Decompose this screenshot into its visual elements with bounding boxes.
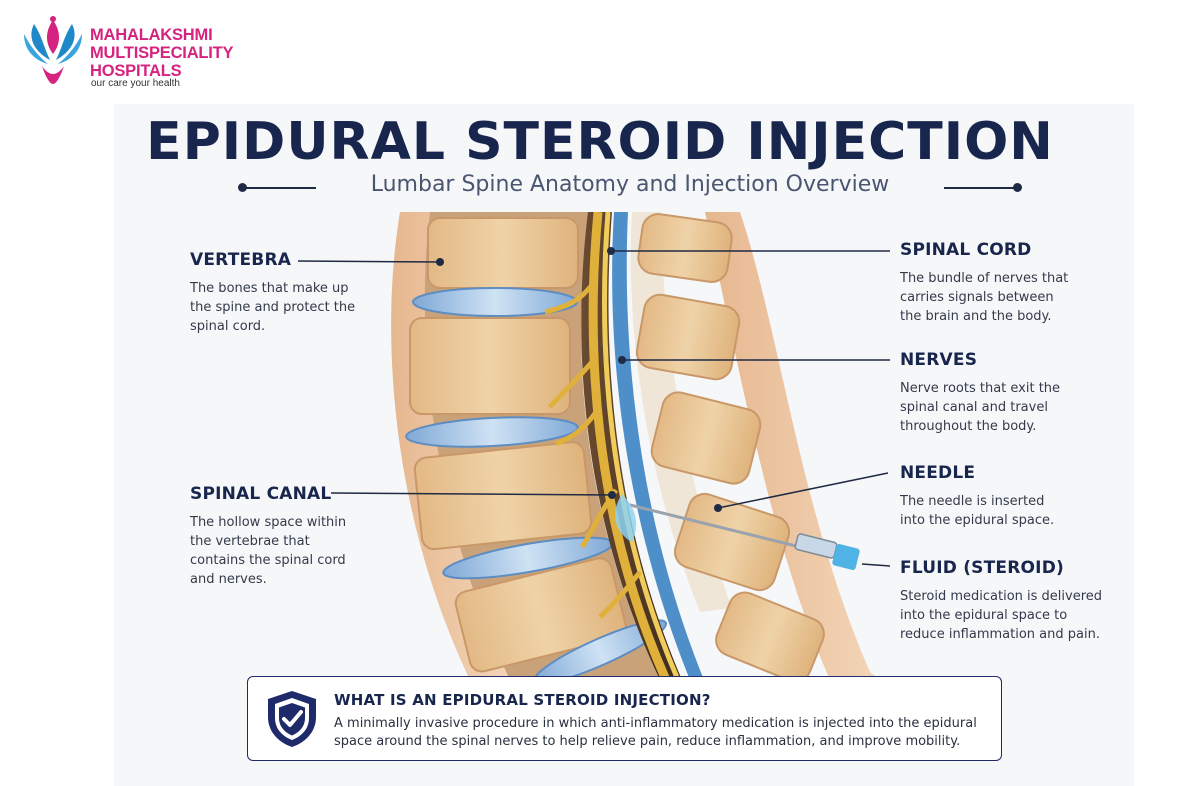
page-subtitle: Lumbar Spine Anatomy and Injection Overv… (370, 172, 890, 197)
spinous-process (635, 293, 741, 381)
needle-shaft (625, 502, 797, 548)
label-spinal-cord-text: The bundle of nerves that carries signal… (900, 271, 1069, 324)
intervertebral-disc (533, 619, 667, 680)
subtitle-divider-right (944, 187, 1020, 189)
hospital-tagline: our care your health (91, 78, 180, 89)
nerve-root (555, 410, 599, 447)
nerve-root (544, 280, 597, 315)
nerves-leader-dot (618, 356, 626, 364)
needle-leader-line (717, 472, 889, 509)
label-nerves-text: Nerve roots that exit the spinal canal a… (900, 381, 1061, 434)
subtitle-row: Lumbar Spine Anatomy and Injection Overv… (238, 172, 1022, 202)
nerve-root (598, 570, 642, 619)
spinal-cord-leader-dot (607, 247, 615, 255)
info-text: A minimally invasive procedure in which … (334, 716, 977, 749)
spinal-canal-leader-line (330, 492, 613, 496)
label-fluid-text: Steroid medication is delivered into the… (900, 589, 1103, 642)
label-spinal-cord: SPINAL CORD The bundle of nerves that ca… (900, 240, 1100, 326)
label-spinal-canal-title: SPINAL CANAL (190, 484, 332, 504)
label-spinal-canal: SPINAL CANAL The hollow space within the… (190, 484, 390, 589)
subtitle-divider-dot-left (238, 183, 247, 192)
vertebra-leader-dot (436, 258, 444, 266)
intervertebral-disc (405, 416, 579, 448)
hospital-name: MAHALAKSHMI MULTISPECIALITY HOSPITALS (90, 26, 234, 80)
dura-layer (612, 212, 704, 680)
page-title: EPIDURAL STEROID INJECTION (146, 112, 1054, 172)
spinal-cord (602, 212, 681, 680)
nerve-root (548, 360, 594, 409)
spinal-canal-leader-dot (608, 491, 616, 499)
fluid-leader-line (861, 563, 891, 567)
label-needle: NEEDLE The needle is inserted into the e… (900, 463, 1100, 530)
spinous-process (715, 591, 825, 680)
spinal-cord (588, 212, 671, 680)
label-vertebra-text: The bones that make up the spine and pro… (190, 281, 356, 334)
hospital-logo: MAHALAKSHMI MULTISPECIALITY HOSPITALS ou… (20, 14, 260, 94)
vertebra-leader-line (297, 260, 441, 263)
label-vertebra: VERTEBRA The bones that make up the spin… (190, 250, 390, 336)
hospital-name-line1: MAHALAKSHMI (90, 26, 213, 44)
needle-leader-dot (714, 504, 722, 512)
subtitle-divider-dot-right (1013, 183, 1022, 192)
spinous-process (673, 492, 791, 592)
label-spinal-cord-title: SPINAL CORD (900, 240, 1032, 260)
soft-tissue-right (705, 212, 880, 680)
hospital-name-line2: MULTISPECIALITY (90, 44, 234, 62)
label-needle-text: The needle is inserted into the epidural… (900, 494, 1055, 528)
label-needle-title: NEEDLE (900, 463, 976, 483)
shield-check-icon (268, 691, 316, 747)
steroid-fluid (615, 494, 637, 542)
label-fluid-title: FLUID (STEROID) (900, 558, 1064, 578)
lumbar-spine-illustration (391, 212, 880, 680)
spinous-process (637, 213, 733, 283)
label-spinal-canal-text: The hollow space within the vertebrae th… (190, 515, 347, 587)
lotus-logo-icon (24, 16, 82, 84)
info-heading: WHAT IS AN EPIDURAL STEROID INJECTION? (334, 691, 711, 709)
label-vertebra-title: VERTEBRA (190, 250, 292, 270)
info-box: WHAT IS AN EPIDURAL STEROID INJECTION? A… (247, 676, 1002, 761)
label-nerves: NERVES Nerve roots that exit the spinal … (900, 350, 1100, 436)
label-nerves-title: NERVES (900, 350, 978, 370)
hospital-name-line3: HOSPITALS (90, 62, 182, 80)
syringe-tip (832, 544, 860, 570)
spinous-process (650, 391, 762, 485)
label-fluid: FLUID (STEROID) Steroid medication is de… (900, 558, 1102, 644)
subtitle-divider-left (240, 187, 316, 189)
vertebra-body (409, 317, 571, 415)
vertebra-body (413, 441, 593, 551)
